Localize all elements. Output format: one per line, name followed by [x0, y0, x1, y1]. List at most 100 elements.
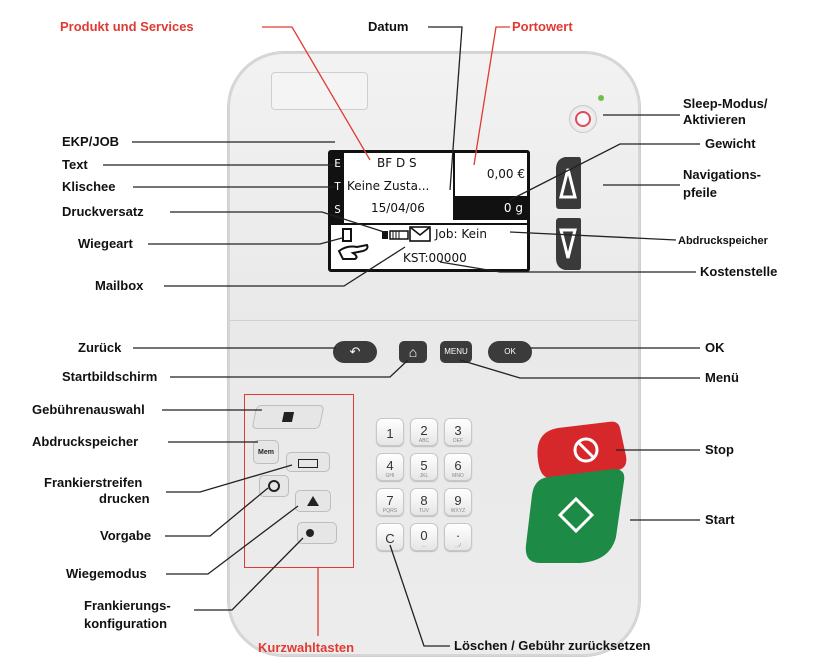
menu-button[interactable]: MENU [440, 341, 472, 363]
stop-icon [573, 437, 599, 463]
label-loeschen: Löschen / Gebühr zurücksetzen [454, 638, 651, 653]
label-window [271, 72, 368, 110]
label-gebuehrenauswahl: Gebührenauswahl [32, 402, 145, 417]
label-navigation-line1: Navigations- [683, 167, 762, 182]
lcd-divider [331, 223, 527, 225]
label-abdruckspeicher-right: Abdruckspeicher [678, 235, 768, 247]
config-icon [306, 529, 314, 537]
config-key[interactable] [297, 522, 337, 544]
numpad-key-label: 7 [386, 493, 394, 508]
numpad-key-label: 9 [454, 493, 462, 508]
numpad-key-label: 2 [420, 423, 428, 438]
lcd-line-1: BF D S [377, 156, 417, 170]
label-mailbox: Mailbox [95, 278, 144, 293]
label-stop: Stop [705, 442, 734, 457]
mailbox-icon [409, 226, 431, 242]
memory-key[interactable]: Mem [253, 440, 279, 464]
label-text: Text [62, 157, 88, 172]
weighing-mode-key[interactable] [259, 475, 289, 497]
label-gewicht: Gewicht [705, 136, 756, 151]
numpad-key-sublabel: WXYZ [450, 508, 466, 514]
lcd-line-2: Keine Zusta... [347, 179, 430, 193]
label-wiegeart: Wiegeart [78, 236, 133, 251]
lcd-postage-value: 0,00 € [486, 167, 525, 181]
label-ok: OK [705, 340, 725, 355]
numpad-key-dot[interactable]: ·.,-/ [444, 523, 472, 551]
power-button[interactable] [569, 105, 597, 133]
lcd-job: Job: Kein [435, 227, 487, 241]
numpad-key-label: 8 [420, 493, 428, 508]
preset-icon [307, 496, 319, 506]
numpad-key-sublabel: .,-/ [455, 543, 461, 549]
memory-key-label: Mem [258, 449, 274, 456]
label-vorgabe: Vorgabe [100, 528, 152, 543]
numpad-key-sublabel: DEF [453, 438, 463, 444]
back-button[interactable]: ↶ [333, 341, 377, 363]
numpad-key-sublabel: ABC [418, 438, 430, 444]
strip-icon [298, 459, 318, 468]
lcd-letter-e: E [334, 157, 341, 170]
label-klischee: Klischee [62, 179, 116, 194]
start-icon [557, 496, 595, 534]
arrow-down-key[interactable] [553, 216, 583, 272]
label-portowert: Portowert [512, 19, 573, 34]
arrow-up-icon [559, 168, 577, 199]
lcd-cost-center: KST:00000 [403, 251, 467, 265]
lcd-weight-box: 0 g [453, 198, 527, 220]
label-start: Start [705, 512, 735, 527]
label-startbildschirm: Startbildschirm [62, 369, 158, 384]
power-icon [575, 111, 591, 127]
weighing-icon [268, 480, 280, 492]
numpad-key-sublabel: MNO [452, 473, 464, 479]
label-kostenstelle: Kostenstelle [700, 264, 778, 279]
home-button[interactable]: ⌂ [399, 341, 427, 363]
numpad-key-label: 3 [454, 423, 462, 438]
lcd-weight-value: 0 g [503, 201, 523, 215]
status-led [598, 95, 604, 101]
label-datum: Datum [368, 19, 409, 34]
lcd-display: E T S BF D S Keine Zusta... 15/04/06 0,0… [328, 150, 530, 272]
label-ekp: EKP/JOB [62, 134, 120, 149]
numpad-key-sublabel: JKL [419, 473, 429, 479]
label-frankierung-line1: Frankierungs- [84, 598, 171, 613]
label-druckversatz: Druckversatz [62, 204, 144, 219]
numpad-key-1[interactable]: 1 [376, 418, 404, 446]
label-produkt: Produkt und Services [60, 19, 194, 34]
start-button[interactable] [520, 465, 630, 565]
menu-button-label: MENU [444, 347, 468, 356]
numpad-key-sublabel: GHI [385, 473, 395, 479]
arrow-down-icon [559, 228, 577, 259]
lcd-postage-box: 0,00 € [453, 153, 529, 198]
print-strip-key[interactable] [286, 452, 330, 472]
ok-button-label: OK [504, 347, 516, 356]
numpad-key-0[interactable]: 0... [410, 523, 438, 551]
numpad-key-label: 5 [420, 458, 428, 473]
label-wiegemodus: Wiegemodus [66, 566, 147, 581]
numpad-key-label: 4 [386, 458, 394, 473]
label-frankierstreifen-line2: drucken [99, 491, 150, 506]
stop-button[interactable] [530, 420, 630, 480]
back-icon: ↶ [349, 344, 361, 359]
arrow-up-key[interactable] [553, 155, 583, 211]
lcd-letter-s: S [334, 203, 341, 216]
preset-key[interactable] [295, 490, 331, 512]
label-zurueck: Zurück [78, 340, 122, 355]
lcd-letter-t: T [334, 180, 341, 193]
label-menue: Menü [705, 370, 739, 385]
lcd-mode-column: E T S [331, 153, 344, 223]
numpad-key-label: 6 [454, 458, 462, 473]
lcd-line-3: 15/04/06 [371, 201, 425, 215]
ok-button[interactable]: OK [488, 341, 532, 363]
label-frankierung-line2: konfiguration [84, 616, 168, 631]
numpad-key-label: C [385, 531, 395, 546]
